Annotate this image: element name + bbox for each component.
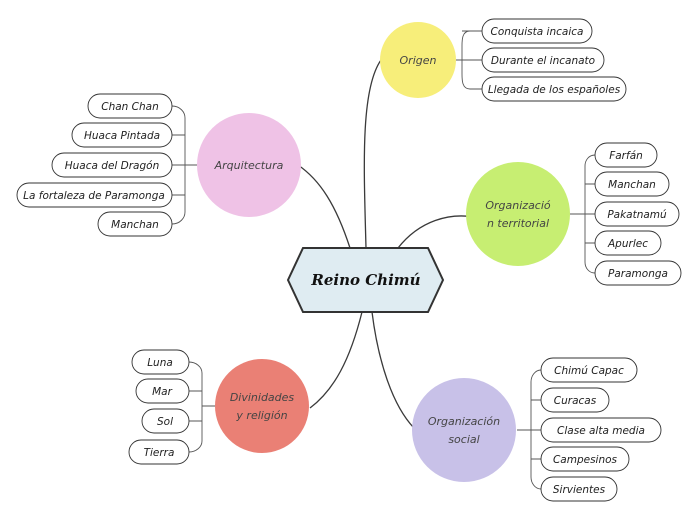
- leaf-label: Huaca del Dragón: [65, 160, 160, 172]
- main-connectors: [297, 59, 475, 429]
- leaf-label: Luna: [147, 357, 173, 369]
- topic-divinidades-label-line1: Divinidades: [230, 391, 295, 404]
- connector-arquitectura: [297, 164, 351, 249]
- leaf-label: Campesinos: [553, 454, 618, 466]
- topic-divinidades-circle[interactable]: [215, 359, 309, 453]
- connector-organizacion-territorial: [397, 215, 475, 249]
- leaf-connectors: [570, 154, 596, 274]
- leaf-pill[interactable]: [540, 446, 630, 472]
- leaf-label: Huaca Pintada: [84, 130, 160, 142]
- leaf-label: Sirvientes: [553, 484, 606, 496]
- leaf-label: Apurlec: [607, 238, 648, 250]
- topic-divinidades-label-line2: y religión: [235, 409, 287, 422]
- leaf-connectors: [456, 30, 482, 90]
- leaf-connectors: [188, 361, 215, 453]
- leaf-label: Llegada de los españoles: [488, 84, 621, 96]
- connector-origen: [363, 59, 382, 249]
- leaf-pill[interactable]: [131, 349, 190, 375]
- connector-divinidades: [309, 311, 363, 409]
- topic-origen[interactable]: Origen Conquista incaica Durante el inca…: [380, 18, 627, 102]
- leaf-connectors: [517, 369, 542, 490]
- leaf-pill[interactable]: [128, 439, 190, 465]
- leaf-label: Conquista incaica: [491, 26, 584, 38]
- topic-origen-label: Origen: [400, 54, 437, 67]
- topic-organizacion-territorial[interactable]: Organizació n territorial Farfán Manchan…: [466, 142, 682, 286]
- topic-organizacion-territorial-label-line2: n territorial: [487, 217, 549, 230]
- topic-arquitectura-label: Arquitectura: [214, 159, 284, 172]
- leaf-label: Farfán: [609, 150, 643, 162]
- connector-organizacion-social: [371, 311, 415, 429]
- topic-divinidades[interactable]: Divinidades y religión Luna Mar Sol Tier…: [128, 349, 309, 465]
- topic-organizacion-social[interactable]: Organización social Chimú Capac Curacas …: [412, 357, 662, 502]
- topic-organizacion-territorial-label-line1: Organizació: [485, 199, 551, 212]
- leaf-pill[interactable]: [481, 76, 627, 102]
- leaf-label: Pakatnamú: [607, 209, 667, 221]
- leaf-label: Chan Chan: [101, 101, 159, 113]
- leaf-pill[interactable]: [481, 47, 605, 73]
- leaf-label: Curacas: [554, 395, 597, 407]
- leaf-pill[interactable]: [481, 18, 593, 44]
- leaf-pill[interactable]: [71, 122, 173, 148]
- leaf-pill[interactable]: [594, 260, 682, 286]
- leaf-label: Sol: [157, 416, 173, 428]
- leaf-pill[interactable]: [594, 201, 680, 227]
- leaf-pill[interactable]: [540, 387, 610, 413]
- leaf-label: Paramonga: [608, 268, 668, 280]
- leaf-pill[interactable]: [540, 357, 638, 383]
- leaf-label: Tierra: [144, 447, 175, 459]
- leaf-label: Manchan: [608, 179, 656, 191]
- topic-organizacion-territorial-circle[interactable]: [466, 162, 570, 266]
- central-node-shape[interactable]: [286, 247, 445, 313]
- leaf-label: Chimú Capac: [554, 365, 624, 377]
- leaf-pill[interactable]: [51, 152, 173, 178]
- leaf-pill[interactable]: [16, 182, 173, 208]
- leaf-pill[interactable]: [135, 378, 190, 404]
- topic-organizacion-social-circle[interactable]: [412, 378, 516, 482]
- leaf-pill[interactable]: [594, 142, 658, 168]
- leaf-label: La fortaleza de Paramonga: [23, 190, 165, 202]
- topic-arquitectura[interactable]: Arquitectura Chan Chan Huaca Pintada Hua…: [16, 93, 301, 237]
- leaf-pill[interactable]: [97, 211, 173, 237]
- leaf-pill[interactable]: [87, 93, 173, 119]
- leaf-connectors: [171, 105, 197, 225]
- leaf-pill[interactable]: [141, 408, 190, 434]
- leaf-pill[interactable]: [594, 230, 662, 256]
- topic-organizacion-social-label-line2: social: [448, 433, 479, 446]
- leaf-label: Durante el incanato: [491, 55, 595, 67]
- topic-organizacion-social-label-line1: Organización: [428, 415, 500, 428]
- leaf-label: Manchan: [111, 219, 159, 231]
- topic-origen-circle[interactable]: [380, 22, 456, 98]
- leaf-label: Mar: [152, 386, 172, 398]
- leaf-pill[interactable]: [540, 476, 618, 502]
- leaf-label: Clase alta media: [557, 425, 645, 437]
- central-node[interactable]: Reino Chimú: [286, 247, 445, 313]
- topic-arquitectura-circle[interactable]: [197, 113, 301, 217]
- leaf-pill[interactable]: [594, 171, 670, 197]
- central-node-title: Reino Chimú: [310, 271, 420, 289]
- leaf-pill[interactable]: [540, 417, 662, 443]
